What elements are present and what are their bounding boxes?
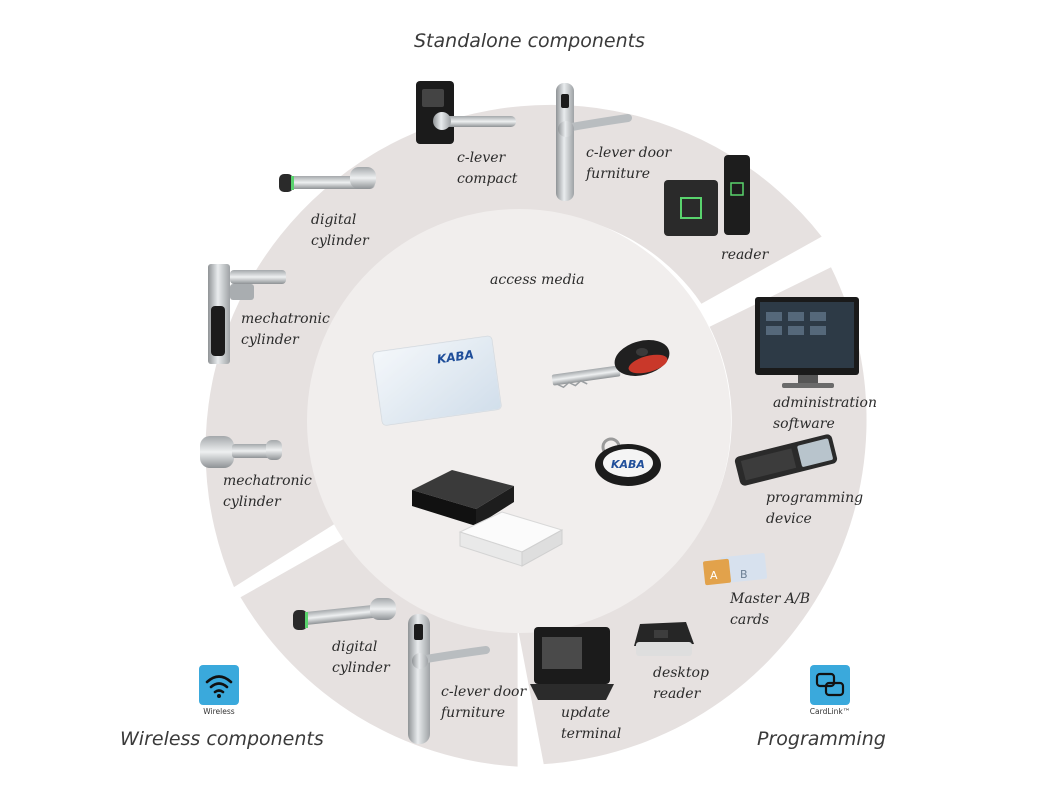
label-line: update bbox=[561, 705, 611, 721]
label-line: compact bbox=[457, 171, 518, 187]
access-card: KABA bbox=[372, 335, 502, 426]
label-line: c-lever bbox=[457, 150, 506, 166]
label-line: administration bbox=[773, 395, 877, 411]
digital-cylinder-bottom-image bbox=[293, 598, 396, 630]
label-line: terminal bbox=[561, 726, 622, 742]
label-line: programming bbox=[766, 490, 864, 506]
label-line: furniture bbox=[441, 705, 506, 721]
label-line: software bbox=[773, 416, 835, 432]
c-lever-door-furniture-top-image bbox=[556, 83, 632, 201]
label-line: desktop bbox=[653, 665, 709, 681]
label-line: c-lever door bbox=[441, 684, 527, 700]
c-lever-door-furniture-bottom-label: c-lever door furniture bbox=[441, 682, 526, 724]
label-line: mechatronic bbox=[241, 311, 330, 327]
digital-cylinder-bottom-label: digital cylinder bbox=[332, 637, 390, 679]
label-line: mechatronic bbox=[223, 473, 312, 489]
label-line: cylinder bbox=[332, 660, 390, 676]
key-fob: KABA bbox=[595, 437, 661, 486]
label-line: cylinder bbox=[223, 494, 281, 510]
master-card-letter-a: A bbox=[710, 569, 718, 582]
white-badge-holder bbox=[458, 511, 564, 567]
digital-cylinder-top-label: digital cylinder bbox=[311, 210, 369, 252]
label-line: device bbox=[766, 511, 812, 527]
black-badge-holder bbox=[412, 470, 514, 526]
c-lever-door-furniture-top-label: c-lever door furniture bbox=[586, 143, 671, 185]
cardlink-icon bbox=[815, 672, 845, 697]
digital-cylinder-top-image bbox=[279, 167, 376, 192]
label-line: cylinder bbox=[241, 332, 299, 348]
label-line: reader bbox=[721, 247, 769, 263]
administration-software-label: administration software bbox=[773, 393, 877, 435]
programming-title: Programming bbox=[757, 728, 886, 750]
c-lever-compact-label: c-lever compact bbox=[457, 148, 517, 190]
label-line: Master A/B bbox=[730, 591, 811, 607]
mechatronic-cylinder-1-label: mechatronic cylinder bbox=[241, 309, 330, 351]
fob-brand-text: KABA bbox=[611, 458, 645, 471]
wireless-badge-caption: Wireless bbox=[203, 707, 235, 716]
administration-software-image bbox=[755, 297, 859, 388]
key bbox=[551, 340, 670, 389]
update-terminal-label: update terminal bbox=[561, 703, 621, 745]
master-cards-label: Master A/B cards bbox=[730, 589, 810, 631]
ring-segment-wireless bbox=[240, 531, 518, 767]
access-media-title: access media bbox=[490, 272, 585, 288]
cardlink-badge-caption: CardLink™ bbox=[809, 707, 851, 716]
desktop-reader-label: desktop reader bbox=[653, 663, 709, 705]
reader-label: reader bbox=[721, 245, 768, 266]
standalone-components-title: Standalone components bbox=[414, 30, 645, 52]
label-line: furniture bbox=[586, 166, 651, 182]
label-line: cylinder bbox=[311, 233, 369, 249]
desktop-reader-image bbox=[634, 622, 694, 656]
label-line: cards bbox=[730, 612, 770, 628]
programming-device-label: programming device bbox=[766, 488, 863, 530]
reader-image bbox=[664, 155, 750, 236]
mechatronic-cylinder-2-image bbox=[200, 436, 282, 468]
label-line: c-lever door bbox=[586, 145, 672, 161]
master-cards-image: A B bbox=[703, 552, 768, 586]
inner-disc bbox=[307, 209, 731, 633]
update-terminal-image bbox=[530, 627, 614, 700]
cardlink-badge bbox=[810, 665, 850, 705]
c-lever-door-furniture-bottom-image bbox=[408, 614, 490, 744]
label-line: reader bbox=[653, 686, 701, 702]
label-line: digital bbox=[311, 212, 357, 228]
c-lever-compact-image bbox=[416, 81, 516, 144]
mechatronic-cylinder-2-label: mechatronic cylinder bbox=[223, 471, 312, 513]
master-card-letter-b: B bbox=[740, 568, 748, 581]
wifi-icon bbox=[205, 675, 233, 694]
mechatronic-cylinder-1-image bbox=[208, 264, 286, 364]
wireless-components-title: Wireless components bbox=[120, 728, 324, 750]
programming-device-image bbox=[734, 434, 838, 486]
label-line: digital bbox=[332, 639, 378, 655]
wireless-badge bbox=[199, 665, 239, 705]
card-brand-text: KABA bbox=[436, 347, 475, 366]
